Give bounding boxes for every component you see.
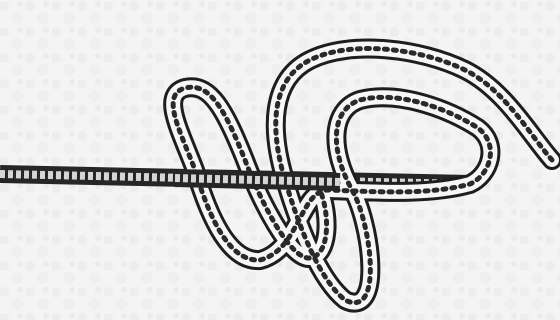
standing-line-overlap <box>175 178 340 182</box>
